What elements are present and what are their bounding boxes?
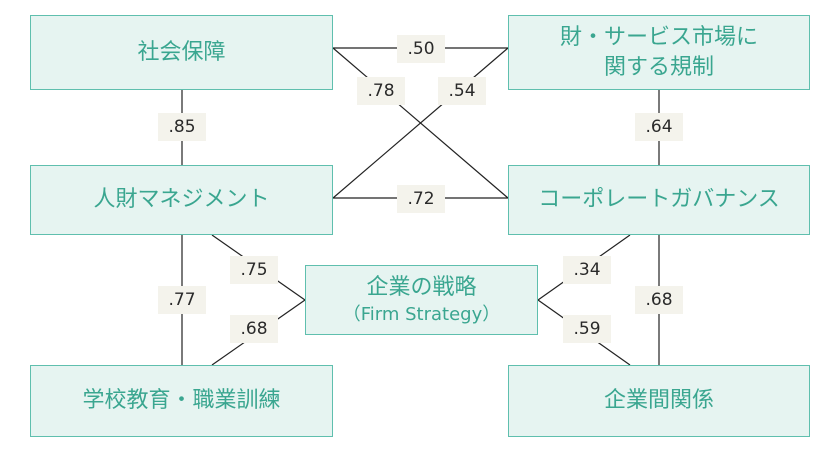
- node-product-market-label: 財・サービス市場に 関する規制: [560, 23, 758, 82]
- edge-label-governance-interfirm: .68: [635, 286, 683, 314]
- node-social-security-label: 社会保障: [137, 39, 226, 65]
- node-education-label: 学校教育・職業訓練: [82, 388, 281, 414]
- node-human-resource-management: 人財マネジメント: [30, 165, 333, 235]
- node-strategy-title: 企業の戦略: [366, 275, 477, 300]
- edge-label-product-governance: .64: [635, 113, 683, 141]
- node-hrm-label: 人財マネジメント: [93, 187, 270, 213]
- edge-label-education-strategy: .68: [230, 315, 278, 343]
- node-product-market-line2: 関する規制: [603, 54, 714, 80]
- edge-label-product-hrm: .54: [438, 77, 486, 105]
- edge-label-social-governance: .78: [357, 77, 405, 105]
- edge-label-governance-strategy: .34: [563, 256, 611, 284]
- node-social-security: 社会保障: [30, 15, 333, 90]
- node-product-market-regulation: 財・サービス市場に 関する規制: [508, 15, 810, 90]
- node-product-market-line1: 財・サービス市場に: [559, 24, 758, 50]
- edge-label-hrm-strategy: .75: [230, 256, 278, 284]
- node-interfirm-label: 企業間関係: [603, 388, 714, 414]
- node-firm-strategy: 企業の戦略 （Firm Strategy）: [305, 265, 538, 335]
- edge-product-hrm: [332, 47, 509, 199]
- node-strategy-english: （Firm Strategy）: [342, 303, 501, 325]
- node-governance-label: コーポレートガバナンス: [538, 187, 780, 213]
- node-strategy-label: 企業の戦略 （Firm Strategy）: [343, 273, 501, 327]
- edge-label-social-hrm: .85: [158, 113, 206, 141]
- node-education-training: 学校教育・職業訓練: [30, 365, 333, 437]
- edge-label-hrm-education: .77: [158, 286, 206, 314]
- edge-label-social-product: .50: [397, 35, 445, 63]
- edge-label-interfirm-strategy: .59: [563, 315, 611, 343]
- node-corporate-governance: コーポレートガバナンス: [508, 165, 810, 235]
- node-inter-firm-relations: 企業間関係: [508, 365, 810, 437]
- edge-label-hrm-governance: .72: [397, 185, 445, 213]
